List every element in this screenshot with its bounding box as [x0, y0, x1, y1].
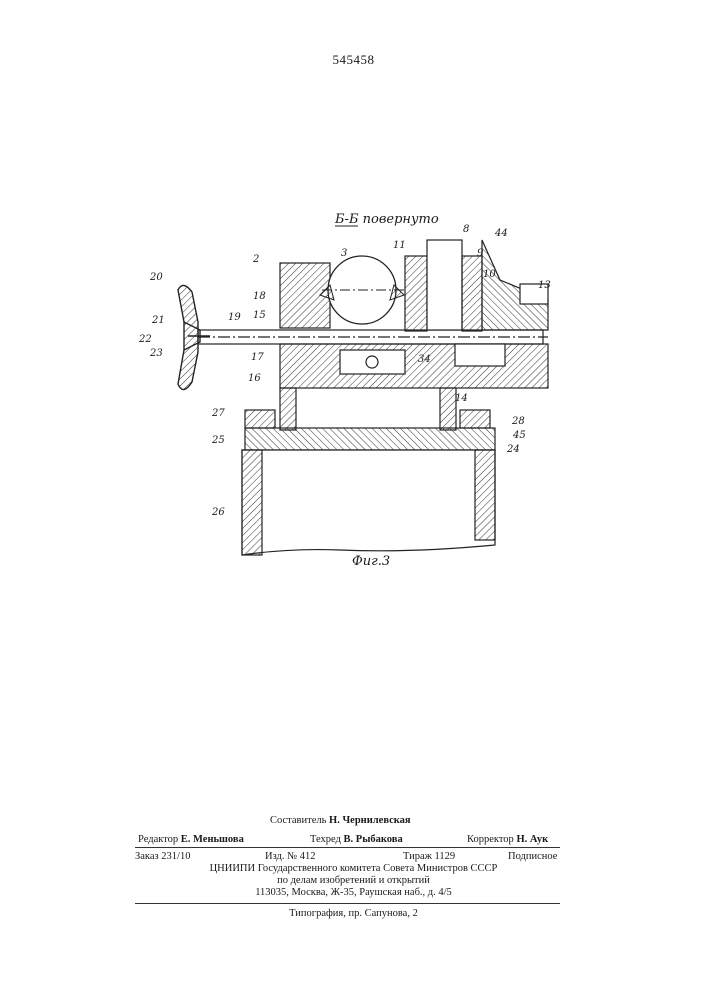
part-label: 28: [511, 416, 525, 427]
part-label: 17: [251, 352, 264, 363]
corrector-role: Корректор: [467, 834, 514, 845]
compiler-role: Составитель: [270, 815, 326, 826]
part-label: 13: [538, 280, 551, 291]
part-label: 2: [252, 254, 259, 265]
part-label: 27: [211, 408, 225, 419]
divider: [135, 847, 560, 848]
editor-name: Е. Меньшова: [181, 834, 244, 845]
part-label: 34: [418, 354, 431, 365]
subscription: Подписное: [508, 851, 557, 862]
base-plate: [280, 344, 548, 388]
corrector-line: Корректор Н. Аук: [467, 834, 548, 845]
divider: [135, 903, 560, 904]
part-label: 23: [149, 348, 163, 359]
part-label: 44: [494, 228, 508, 239]
institute-line2: по делам изобретений и открытий: [0, 875, 707, 886]
part-label: 20: [149, 272, 163, 283]
techred-line: Техред В. Рыбакова: [310, 834, 403, 845]
drum: [242, 450, 495, 555]
compiler-line: Составитель Н. Чернилевская: [270, 815, 411, 827]
techred-name: В. Рыбакова: [344, 834, 403, 845]
part-label: 8: [463, 224, 469, 235]
shaft: [198, 330, 548, 344]
part-label: 19: [228, 312, 241, 323]
part-label: 24: [506, 444, 520, 455]
compiler-name: Н. Чернилевская: [329, 815, 411, 826]
part-label: 15: [253, 310, 266, 321]
part-label: 45: [512, 430, 526, 441]
part-label: 10: [483, 269, 496, 280]
part-label: 9: [477, 248, 484, 259]
part-label: 16: [248, 373, 261, 384]
part-label: 22: [138, 334, 152, 345]
part-label: 14: [455, 393, 468, 404]
part-label: 3: [341, 248, 347, 259]
techred-role: Техред: [310, 834, 341, 845]
section-label: Б-Б повернуто: [334, 212, 439, 227]
corrector-name: Н. Аук: [516, 834, 548, 845]
figure-caption: Фиг.3: [352, 554, 390, 569]
printing-house: Типография, пр. Сапунова, 2: [0, 908, 707, 919]
part-label: 18: [253, 291, 266, 302]
print-run: Тираж 1129: [403, 851, 455, 862]
address: 113035, Москва, Ж-35, Раушская наб., д. …: [0, 887, 707, 898]
part-label: 11: [393, 240, 406, 251]
part-label: 26: [211, 507, 225, 518]
order-number: Заказ 231/10: [135, 851, 190, 862]
part-label: 25: [211, 435, 225, 446]
institute: ЦНИИПИ Государственного комитета Совета …: [0, 863, 707, 874]
editor-role: Редактор: [138, 834, 178, 845]
editor-line: Редактор Е. Меньшова: [138, 834, 244, 845]
edition-number: Изд. № 412: [265, 851, 316, 862]
part-label: 21: [151, 315, 165, 326]
